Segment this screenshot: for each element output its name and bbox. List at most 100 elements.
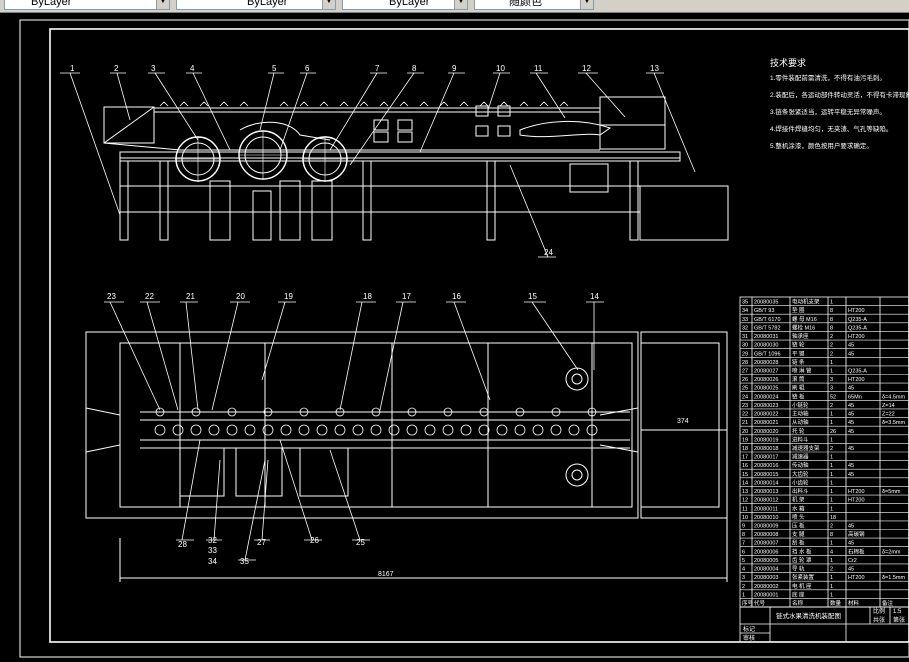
bom-cell: 20080023: [754, 403, 778, 409]
callout-24: 24: [544, 248, 553, 257]
callout-13: 13: [650, 64, 659, 73]
layer-combo[interactable]: ByLayer ▼: [4, 0, 170, 10]
bom-cell: 1: [830, 300, 833, 306]
bom-cell: 45: [848, 351, 854, 357]
title-block-left-1: 审核: [743, 634, 755, 642]
bom-cell: 1: [830, 489, 833, 495]
title-block-label-1: 1:5: [893, 609, 902, 615]
linetype-combo[interactable]: ByLayer ▼: [176, 0, 336, 10]
callout-2: 2: [114, 64, 119, 73]
bom-cell: 17: [742, 455, 748, 461]
bom-cell: 刷 辊: [792, 384, 805, 392]
bom-cell: 28: [742, 360, 748, 366]
bom-cell: 2: [830, 343, 833, 349]
bom-cell: 高碳钢: [848, 530, 865, 538]
bom-cell: 20080014: [754, 480, 778, 486]
bom-cell: HT200: [848, 308, 865, 314]
bom-cell: 20080017: [754, 455, 778, 461]
bom-cell: 进料斗: [792, 435, 809, 443]
bom-cell: 20080007: [754, 541, 778, 547]
bom-cell: 14: [742, 480, 748, 486]
bom-cell: 25: [742, 386, 748, 392]
bom-cell: δ=5mm: [882, 489, 901, 495]
bom-cell: 电动机支架: [792, 298, 820, 306]
bom-cell: 21: [742, 420, 748, 426]
callout-4: 4: [190, 64, 195, 73]
bom-cell: HT200: [848, 575, 865, 581]
bom-cell: 45: [848, 472, 854, 478]
plan-callouts: 23 22 21 20 19 18 17 16 15 14 28 32 33 3…: [107, 292, 689, 578]
callout-6: 6: [305, 64, 310, 73]
bom-cell: 20080011: [754, 506, 778, 512]
bom-cell: 13: [742, 489, 748, 495]
bom-cell: 2: [830, 351, 833, 357]
bom-cell: 3: [830, 386, 833, 392]
bom-cell: 45: [848, 343, 854, 349]
bom-cell: 20080006: [754, 549, 778, 555]
bom-cell: 1: [830, 541, 833, 547]
bom-cell: 45: [848, 567, 854, 573]
bristles: [159, 101, 569, 107]
color-combo[interactable]: 随颜色 ▼: [474, 0, 594, 10]
bom-cell: 螺栓 M16: [792, 323, 815, 331]
bom-cell: 2: [830, 446, 833, 452]
callout-9: 9: [452, 64, 457, 73]
bom-cell: 32: [742, 325, 748, 331]
callout-22: 22: [145, 292, 154, 301]
bom-cell: 65Mn: [848, 394, 862, 400]
callout-27: 27: [257, 538, 266, 547]
bom-cell: 1: [830, 455, 833, 461]
chevron-down-icon[interactable]: ▼: [454, 0, 467, 9]
bom-cell: 链 条: [792, 358, 805, 366]
bom-cell: 压 板: [792, 522, 805, 530]
bom-cell: 45: [848, 412, 854, 418]
bom-cell: 2: [830, 567, 833, 573]
bom-header-cell: 数量: [830, 599, 842, 607]
chevron-down-icon[interactable]: ▼: [580, 0, 593, 9]
bom-cell: GB/T 1096: [754, 351, 781, 357]
drawing-canvas[interactable]: 1 2 3 4 5 6 7 8 9 10 11 12 13 24 技术要求 1.…: [0, 13, 909, 662]
bom-cell: 26: [742, 377, 748, 383]
bom-cell: δ=4.5mm: [882, 394, 906, 400]
bom-header-cell: 序号: [742, 599, 754, 607]
bom-header-cell: 名称: [792, 599, 804, 607]
bom-cell: 支 腿: [792, 530, 805, 538]
plan-leaders: [104, 301, 604, 561]
bom-cell: 3: [742, 575, 745, 581]
lineweight-combo[interactable]: ByLayer ▼: [342, 0, 468, 10]
bom-cell: 45: [848, 420, 854, 426]
bom-cell: 8: [830, 325, 833, 331]
title-block-label-0: 比例: [873, 607, 885, 615]
bom-cell: 挡 水 板: [792, 547, 812, 555]
title-block: 链式水果清洗机装配图 比例 1:5 共张 第张 标记 审核: [743, 607, 905, 642]
bom-cell: 20080013: [754, 489, 778, 495]
bom-cell: 20080004: [754, 567, 778, 573]
callout-34: 34: [208, 557, 217, 566]
bom-cell: 减速器: [792, 453, 809, 461]
callout-12: 12: [582, 64, 591, 73]
bom-cell: δ=3.5mm: [882, 420, 906, 426]
bom-cell: 底 座: [792, 590, 805, 598]
chevron-down-icon[interactable]: ▼: [156, 0, 169, 9]
bom-cell: 石棉板: [848, 547, 865, 555]
bom-cell: 8: [830, 532, 833, 538]
title-block-label-2: 共张: [873, 616, 885, 624]
callout-25: 25: [356, 538, 365, 547]
bom-cell: 1: [830, 558, 833, 564]
callout-32: 32: [208, 536, 217, 545]
bom-cell: 20080015: [754, 472, 778, 478]
bom-cell: 8: [830, 308, 833, 314]
callout-28: 28: [178, 540, 187, 549]
bom-cell: 18: [742, 446, 748, 452]
callout-20: 20: [236, 292, 245, 301]
bom-cell: 31: [742, 334, 748, 340]
bom-cell: 20080008: [754, 532, 778, 538]
bom-cell: 2: [742, 584, 745, 590]
bom-cell: 1: [742, 592, 745, 598]
chevron-down-icon[interactable]: ▼: [322, 0, 335, 9]
bom-cell: 平 键: [792, 349, 805, 357]
bom-cell: 20: [742, 429, 748, 435]
bom-cell: 20080001: [754, 592, 778, 598]
bom-cell: 20080005: [754, 558, 778, 564]
bom-cell: 27: [742, 369, 748, 375]
